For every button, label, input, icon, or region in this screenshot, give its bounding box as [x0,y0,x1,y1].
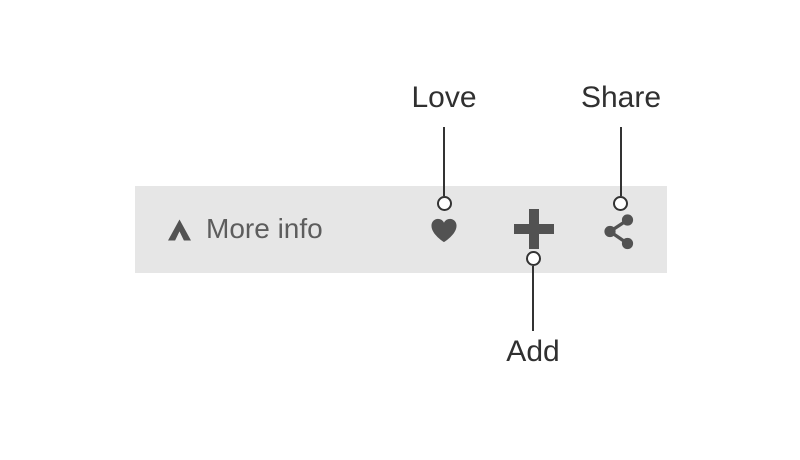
annotation-label-love: Love [411,81,477,114]
annotation-label-share: Share [580,81,662,114]
share-icon [604,210,634,250]
share-button[interactable] [591,186,647,273]
heart-icon [431,217,457,243]
plus-icon [514,208,554,249]
callout-marker-add [525,250,541,266]
love-button[interactable] [416,186,472,273]
add-button[interactable] [506,186,562,273]
annotation-label-add: Add [506,335,560,368]
callout-line-love [443,127,445,196]
chevron-up-icon [168,219,191,241]
more-info-button[interactable]: More info [155,186,323,273]
callout-line-add [532,266,534,331]
callout-marker-love [436,195,452,211]
callout-marker-share [613,195,628,211]
action-toolbar: More info [135,186,667,273]
callout-line-share [620,127,622,196]
more-info-label: More info [206,212,323,244]
